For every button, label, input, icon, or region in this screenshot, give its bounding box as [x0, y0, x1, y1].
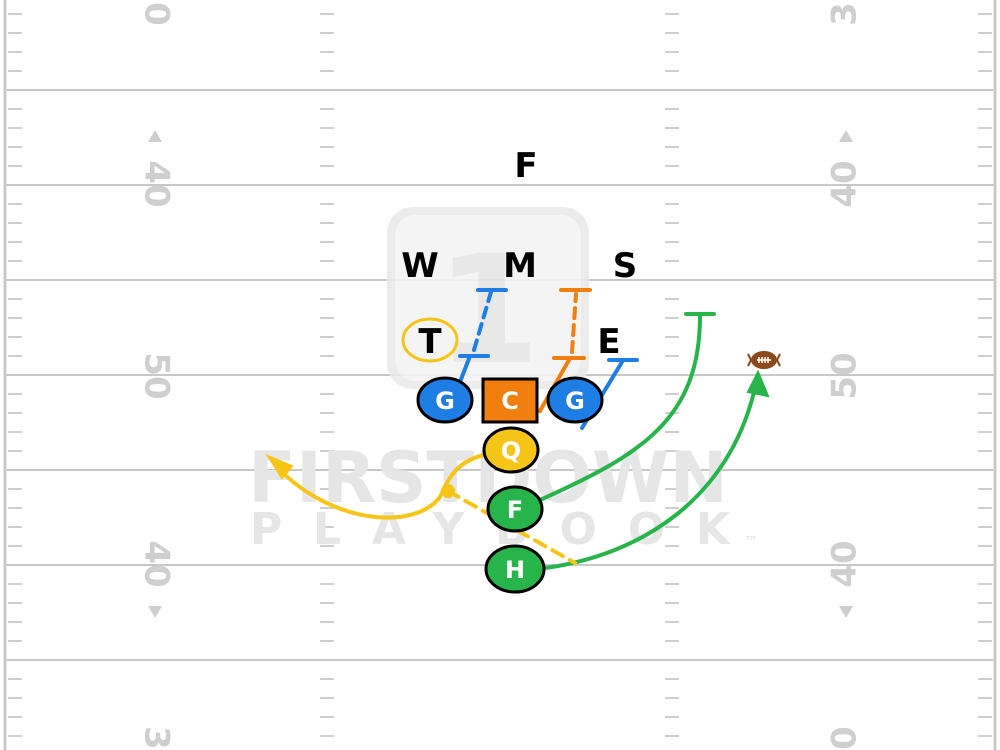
- player-right-guard[interactable]: G: [546, 376, 604, 424]
- quarterback-route-arrowhead: [265, 453, 294, 480]
- left-guard-pull-dashed: [472, 290, 493, 352]
- quarterback-route: [278, 453, 486, 520]
- player-quarterback[interactable]: Q: [482, 426, 540, 474]
- read-key-circle: [401, 317, 459, 363]
- player-label: Q: [501, 437, 521, 465]
- player-label: F: [507, 496, 523, 524]
- hash-marks: [8, 13, 992, 737]
- left-guard-block: [458, 354, 472, 384]
- watermark-trademark: ™: [744, 534, 758, 550]
- offense: G C G Q F H: [416, 376, 604, 594]
- halfback-route-arrowhead: [746, 369, 770, 398]
- yard-number-right: 3: [825, 2, 865, 26]
- field-markings: 0 40 50 40 3 3 40 50 40 0: [3, 0, 997, 750]
- yard-number-right: 40: [825, 540, 865, 587]
- yard-number-right: 40: [825, 160, 865, 207]
- player-label: C: [501, 387, 519, 415]
- player-label: H: [505, 556, 525, 584]
- player-label: G: [565, 387, 585, 415]
- direction-arrow-icon: [839, 606, 853, 618]
- player-fullback[interactable]: F: [486, 485, 544, 533]
- player-label: G: [435, 387, 455, 415]
- defender-W: W: [401, 246, 439, 286]
- logo-numeral: 1: [436, 224, 540, 398]
- defender-M: M: [503, 246, 537, 286]
- yard-number-left: 0: [137, 2, 177, 26]
- direction-arrow-icon: [839, 130, 853, 142]
- yard-number-right: 50: [825, 352, 865, 399]
- yard-number-left: 50: [137, 352, 177, 399]
- direction-arrow-icon: [148, 130, 162, 142]
- defense: F W M S T E: [401, 146, 638, 363]
- football-icon: [747, 351, 781, 369]
- center-second-dashed: [570, 292, 578, 354]
- yard-number-left: 40: [137, 540, 177, 587]
- fullback-route: [538, 314, 702, 502]
- defender-T: T: [418, 322, 442, 362]
- defender-E: E: [597, 322, 620, 362]
- player-left-guard[interactable]: G: [416, 376, 474, 424]
- yard-number-left: 40: [137, 160, 177, 207]
- yard-number-left: 3: [137, 726, 177, 750]
- direction-arrow-icon: [148, 606, 162, 618]
- halfback-route: [543, 382, 758, 570]
- defender-F: F: [514, 146, 537, 186]
- player-center[interactable]: C: [481, 377, 539, 424]
- player-halfback[interactable]: H: [484, 544, 546, 594]
- defender-S: S: [613, 246, 638, 286]
- yard-number-right: 0: [825, 726, 865, 750]
